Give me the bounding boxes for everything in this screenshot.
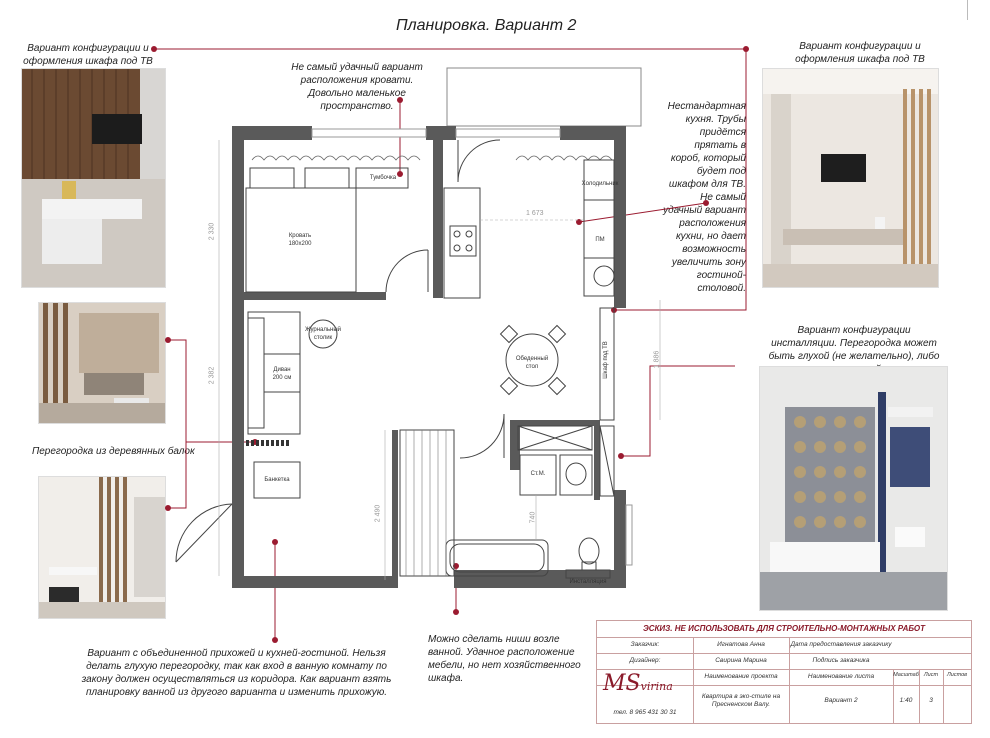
note-hallway: Вариант с объединенной прихожей и кухней… bbox=[81, 648, 392, 698]
note-kitchen: Нестандартная кухня. Трубы придётся прят… bbox=[663, 101, 746, 294]
sheet-name-label: Наименование листа bbox=[807, 673, 875, 680]
date-label: Дата предоставления заказчику bbox=[790, 641, 892, 648]
photo-tv-cabinet-right bbox=[762, 68, 939, 288]
label-sofa: Диван 200 см bbox=[272, 367, 292, 381]
scale-label: Масштаб bbox=[893, 672, 919, 678]
photo-tv-cabinet-left bbox=[21, 68, 166, 288]
sheet-label: Лист bbox=[923, 672, 939, 678]
note-bed: Не самый удачный вариант расположения кр… bbox=[291, 62, 423, 112]
dimension-d6: 740 bbox=[529, 511, 537, 524]
signature-label: Подпись заказчика bbox=[812, 657, 870, 664]
scale-value: 1:40 bbox=[899, 697, 913, 704]
sheet-corner-right bbox=[967, 0, 968, 20]
designer-label: Дизайнер: bbox=[629, 657, 661, 664]
photo-partition-2 bbox=[38, 476, 166, 619]
dimension-d5: 1 886 bbox=[653, 350, 661, 369]
phone: тел. 8 965 431 30 31 bbox=[613, 709, 677, 716]
designer-name: Свирина Марина bbox=[715, 657, 767, 664]
note-tv-right: Вариант конфигурации и оформления шкафа … bbox=[795, 41, 925, 65]
label-tv-cabinet: Шкаф под ТВ bbox=[603, 341, 609, 379]
label-dishwasher: ПМ bbox=[595, 237, 605, 243]
dimension-d4: 1 673 bbox=[526, 210, 544, 217]
sketch-warning: ЭСКИЗ. НЕ ИСПОЛЬЗОВАТЬ ДЛЯ СТРОИТЕЛЬНО-М… bbox=[597, 621, 971, 638]
project-name: Квартира в эко-стиле на Пресненском Валу… bbox=[701, 693, 781, 708]
designer-logo: MSvirina bbox=[603, 671, 689, 707]
label-banquette: Банкетка bbox=[264, 477, 290, 483]
label-coffee-table: Журнальный столик bbox=[305, 327, 341, 341]
customer-label: Заказчик: bbox=[630, 641, 660, 648]
note-partition: Перегородка из деревянных балок bbox=[32, 446, 195, 457]
label-bed: Кровать 180х200 bbox=[288, 233, 312, 247]
label-tumba: Тумбочка bbox=[369, 175, 397, 181]
logo-text: virina bbox=[640, 680, 673, 693]
sheets-label: Листов bbox=[946, 672, 968, 678]
title-block: ЭСКИЗ. НЕ ИСПОЛЬЗОВАТЬ ДЛЯ СТРОИТЕЛЬНО-М… bbox=[596, 620, 972, 724]
project-label: Наименование проекта bbox=[704, 673, 778, 680]
page-title: Планировка. Вариант 2 bbox=[396, 17, 577, 34]
photo-partition-1 bbox=[38, 302, 166, 424]
dimension-d2: 2 382 bbox=[208, 366, 216, 385]
label-fridge: Холодильник bbox=[581, 181, 619, 187]
dimension-d1: 2 330 bbox=[208, 222, 216, 241]
note-tv-left: Вариант конфигурации и оформления шкафа … bbox=[23, 43, 153, 67]
sheet-name: Вариант 2 bbox=[824, 697, 858, 704]
customer-name: Игнатова Анна bbox=[717, 641, 765, 648]
label-dining-table: Обеденный стол bbox=[515, 356, 549, 370]
logo-initials: MS bbox=[603, 671, 641, 696]
dimension-d3: 2 490 bbox=[374, 504, 382, 523]
sheet-value: 3 bbox=[929, 697, 933, 704]
label-washer: Ст.М. bbox=[530, 471, 546, 477]
label-installation: Инсталляция bbox=[569, 579, 607, 585]
note-niche: Можно сделать ниши возле ванной. Удачное… bbox=[428, 634, 581, 684]
photo-bathroom bbox=[759, 366, 948, 611]
